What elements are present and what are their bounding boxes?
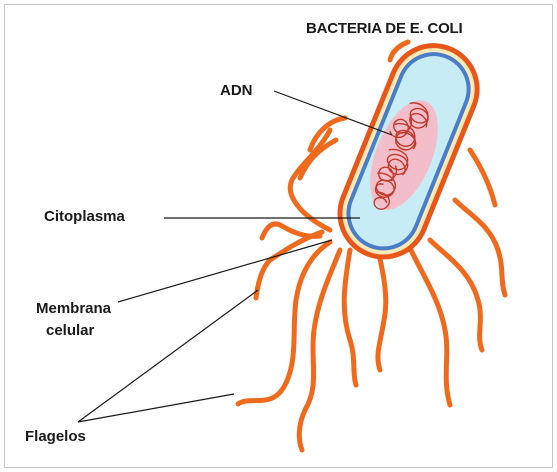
leader-lines xyxy=(78,91,392,422)
label-membrane-line2: celular xyxy=(46,321,94,340)
flagellum xyxy=(430,240,482,350)
flagellum xyxy=(455,200,505,295)
flagellum xyxy=(410,248,450,405)
diagram-title: BACTERIA DE E. COLI xyxy=(306,19,462,38)
leader-line-flagella-2 xyxy=(78,394,234,422)
label-dna: ADN xyxy=(220,81,253,100)
label-cytoplasm: Citoplasma xyxy=(44,207,125,226)
leader-line-dna xyxy=(274,91,392,135)
label-membrane-line1: Membrana xyxy=(36,299,111,318)
flagellum xyxy=(256,232,322,298)
label-flagella: Flagelos xyxy=(25,427,86,446)
flagellum xyxy=(378,250,386,370)
flagellum xyxy=(299,250,340,450)
flagellum xyxy=(470,150,495,205)
flagellum xyxy=(262,224,320,238)
flagellum xyxy=(344,250,356,385)
